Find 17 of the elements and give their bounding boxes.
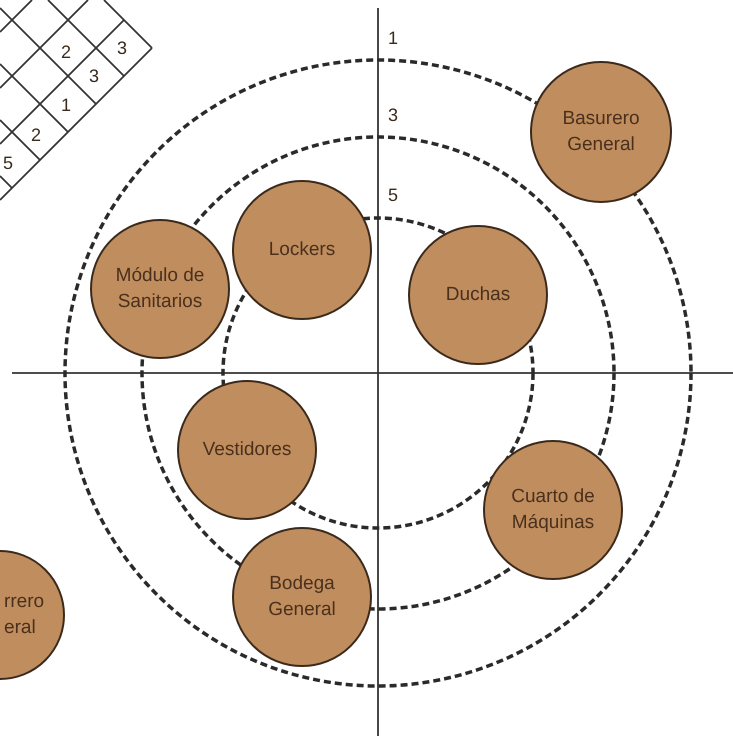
zone-label: Bodega General xyxy=(267,572,337,622)
ring-number: 1 xyxy=(388,29,398,47)
ring-number: 5 xyxy=(388,186,398,204)
zone-label: rrero eral xyxy=(4,590,46,640)
ring-number: 3 xyxy=(388,106,398,124)
zone-label: Módulo de Sanitarios xyxy=(114,264,206,314)
matrix-cell-value: 2 xyxy=(31,126,42,144)
matrix-cell-value: 2 xyxy=(61,43,72,61)
matrix-cell-value: 3 xyxy=(89,67,100,85)
zone-label: Vestidores xyxy=(202,438,292,462)
matrix-cell-value: 3 xyxy=(117,39,128,57)
zone-label: Cuarto de Máquinas xyxy=(510,485,596,535)
zone-label: Lockers xyxy=(268,238,336,262)
zone-label: Duchas xyxy=(446,283,510,308)
zone-label: Basurero General xyxy=(561,107,641,157)
matrix-cell-value: 5 xyxy=(3,154,14,172)
matrix-cell-value: 1 xyxy=(61,96,72,114)
